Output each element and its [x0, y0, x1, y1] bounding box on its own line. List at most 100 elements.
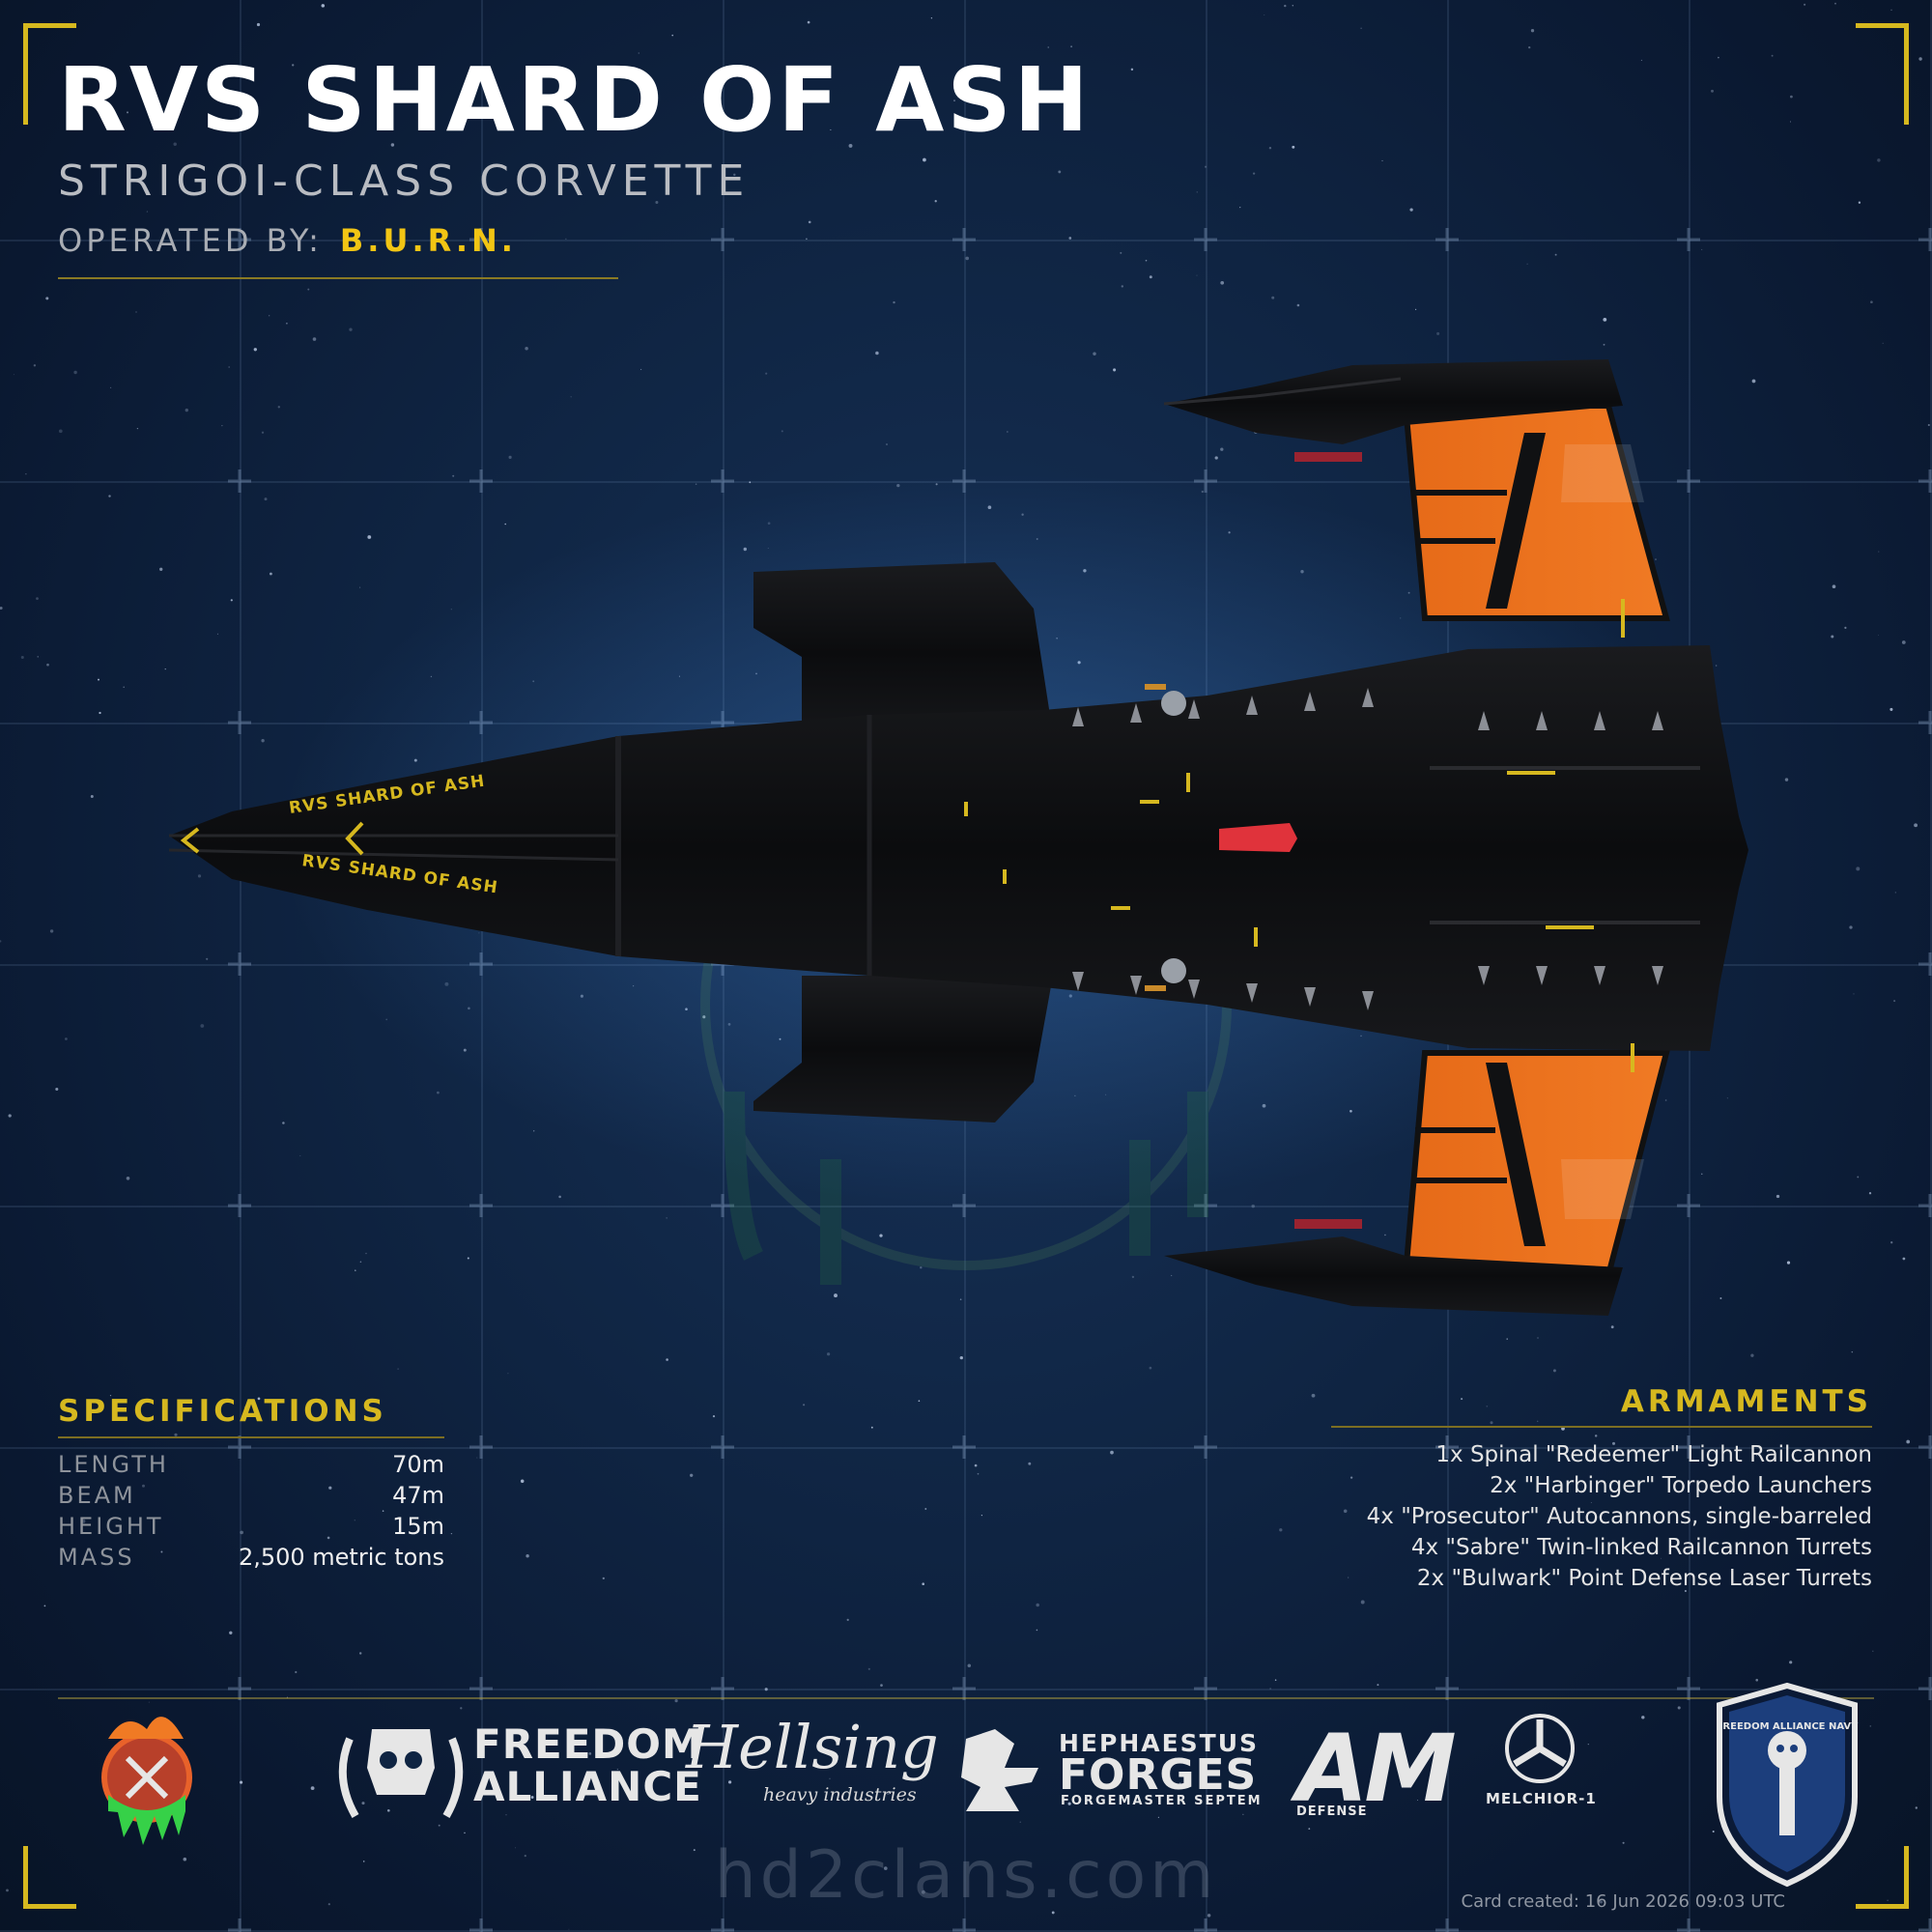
grid-cross: [469, 469, 493, 493]
star: [437, 1091, 440, 1094]
star: [321, 4, 326, 8]
star: [867, 1667, 870, 1670]
armament-item: 4x "Prosecutor" Autocannons, single-barr…: [1366, 1504, 1872, 1529]
star: [565, 238, 567, 240]
star: [922, 1582, 925, 1586]
grid-cross: [1677, 1194, 1700, 1217]
star: [108, 495, 111, 497]
star: [846, 1618, 849, 1622]
star: [640, 368, 642, 371]
star: [1849, 925, 1853, 929]
spec-row-length: LENGTH 70m: [58, 1449, 444, 1480]
star: [159, 567, 163, 571]
star: [160, 1550, 163, 1553]
armament-item: 2x "Harbinger" Torpedo Launchers: [1490, 1473, 1872, 1498]
star: [1067, 1802, 1071, 1805]
star: [299, 1154, 301, 1156]
star: [99, 711, 101, 715]
star: [1718, 56, 1719, 59]
star: [349, 327, 353, 331]
star: [1622, 1841, 1625, 1844]
star: [1036, 1629, 1038, 1632]
star: [1790, 121, 1791, 123]
star: [1870, 300, 1873, 304]
grid-cross: [1435, 1918, 1459, 1932]
star: [390, 143, 395, 147]
grid-cross: [1194, 228, 1217, 251]
star: [923, 157, 926, 162]
star: [765, 372, 768, 375]
star: [558, 1195, 561, 1199]
star: [1113, 368, 1117, 372]
sponsons: [753, 562, 1053, 1122]
star: [1594, 1435, 1598, 1437]
star: [875, 351, 879, 355]
frame-corner-bottom-right: [1856, 1846, 1909, 1909]
star: [229, 1631, 233, 1634]
spec-row-height: HEIGHT 15m: [58, 1511, 444, 1542]
star: [1552, 1369, 1556, 1373]
star: [367, 535, 372, 539]
star: [1251, 1204, 1255, 1208]
star: [959, 1355, 963, 1360]
star: [1612, 1441, 1615, 1445]
star: [1868, 1192, 1872, 1195]
star: [58, 429, 63, 434]
star: [1877, 158, 1881, 162]
star: [327, 1536, 330, 1540]
star: [460, 1707, 463, 1710]
star: [1296, 303, 1300, 307]
star: [467, 1257, 469, 1260]
main-hull: [168, 645, 1748, 1051]
specifications-divider: [58, 1436, 444, 1438]
star: [1603, 318, 1607, 322]
star: [524, 1854, 526, 1858]
star: [46, 663, 49, 667]
star: [295, 1670, 298, 1674]
star: [1790, 95, 1793, 99]
hephaestus-anvil-logo: [961, 1729, 1038, 1811]
star: [1506, 1338, 1508, 1340]
star: [1890, 9, 1892, 11]
star: [526, 1554, 529, 1558]
grid-cross: [711, 1194, 734, 1217]
star: [142, 1484, 145, 1488]
star: [1271, 296, 1275, 299]
star: [1171, 1274, 1173, 1277]
armament-item: 2x "Bulwark" Point Defense Laser Turrets: [1416, 1566, 1872, 1591]
freedom-alliance-logo: [338, 1729, 464, 1818]
grid-cross: [1194, 1435, 1217, 1459]
star: [695, 483, 697, 485]
star: [452, 474, 455, 477]
star: [1858, 201, 1861, 204]
melchior-wordmark: MELCHIOR-1: [1486, 1790, 1597, 1807]
star: [1157, 1816, 1159, 1818]
star: [148, 1701, 150, 1703]
star: [1149, 275, 1152, 279]
star: [1857, 1176, 1860, 1179]
star: [1145, 259, 1148, 262]
star: [924, 1508, 927, 1510]
star: [507, 1373, 509, 1375]
grid-cross: [711, 228, 734, 251]
star: [733, 173, 736, 177]
star: [1414, 308, 1417, 311]
star: [803, 1404, 806, 1406]
grid-cross: [1918, 1194, 1932, 1217]
spec-label: MASS: [58, 1544, 135, 1571]
star: [1036, 1603, 1039, 1607]
star: [109, 386, 112, 389]
operated-by: OPERATED BY:B.U.R.N.: [58, 222, 517, 259]
star: [880, 1684, 883, 1687]
star: [135, 311, 137, 313]
star: [826, 1352, 831, 1356]
operator-name: B.U.R.N.: [339, 222, 517, 259]
star: [355, 1269, 356, 1271]
star: [1121, 285, 1123, 288]
star: [221, 425, 223, 427]
star: [1872, 1650, 1874, 1652]
star: [1894, 892, 1896, 894]
hephaestus-wordmark-main: FORGES: [1059, 1750, 1258, 1800]
star: [1864, 1541, 1868, 1546]
star: [490, 190, 492, 192]
